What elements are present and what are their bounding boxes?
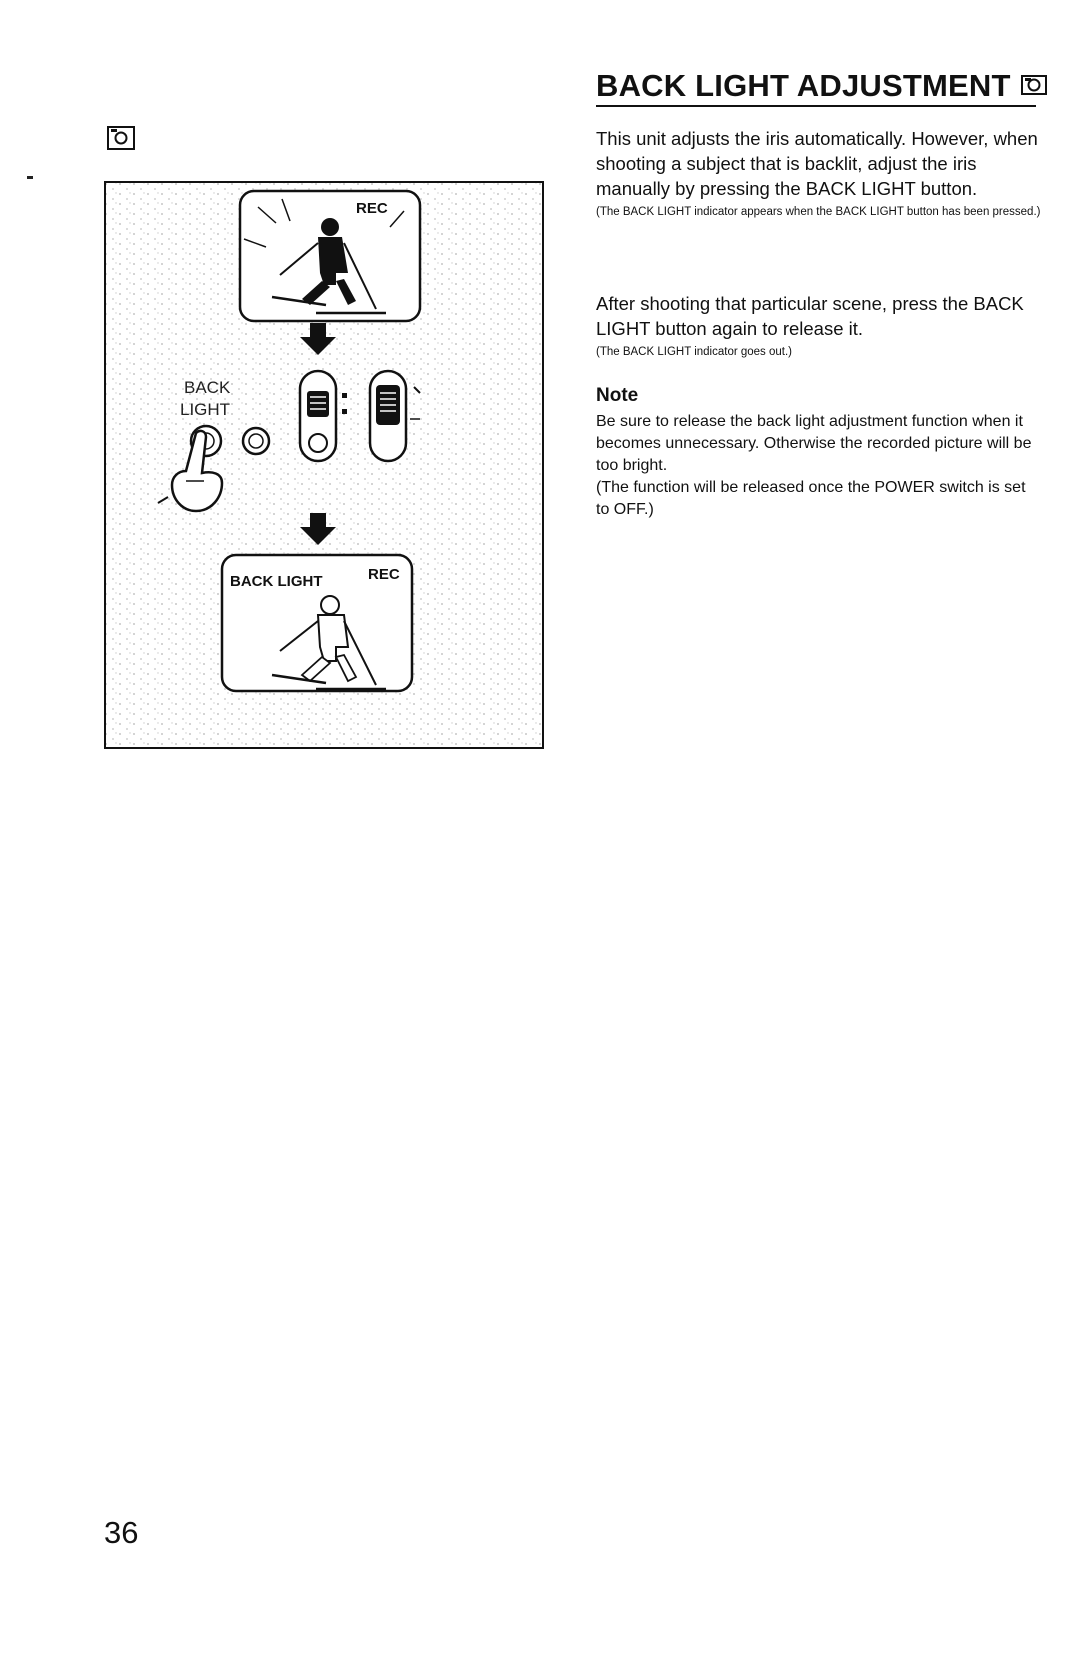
rec-indicator-top: REC (356, 200, 388, 217)
note-heading: Note (596, 385, 639, 406)
margin-mark (27, 176, 33, 179)
arrow-down-icon (300, 513, 336, 545)
instructions-block: This unit adjusts the iris automatically… (596, 126, 1041, 221)
note-text-power: (The function will be released once the … (596, 479, 1026, 518)
viewfinder-top: REC (238, 189, 422, 323)
release-note: (The BACK LIGHT indicator goes out.) (596, 346, 793, 358)
page-title-text: BACK LIGHT ADJUSTMENT (596, 68, 1011, 103)
backlight-indicator: BACK LIGHT (230, 573, 323, 590)
pointing-hand-icon (157, 429, 224, 513)
backlight-illustration: REC BACK LIGHT (104, 181, 544, 749)
page-title: BACK LIGHT ADJUSTMENT (596, 68, 1047, 107)
release-block: After shooting that particular scene, pr… (596, 291, 1041, 361)
release-paragraph: After shooting that particular scene, pr… (596, 293, 1024, 339)
note-block: Note Be sure to release the back light a… (596, 385, 1041, 521)
skier-silhouette (271, 218, 386, 315)
viewfinder-bottom: BACK LIGHT REC (220, 553, 414, 693)
arrow-down-icon (300, 323, 336, 355)
page-number: 36 (104, 1515, 139, 1550)
camera-mode-icon (107, 126, 135, 150)
note-text: Be sure to release the back light adjust… (596, 413, 1032, 474)
secondary-button[interactable] (241, 426, 271, 456)
rec-indicator-bottom: REC (368, 566, 400, 583)
instruction-paragraph: This unit adjusts the iris automatically… (596, 128, 1038, 199)
backlight-label-line2: LIGHT (180, 400, 230, 419)
camera-mode-icon (1020, 75, 1047, 96)
skier-outline (271, 595, 386, 691)
camera-controls: BACK LIGHT (157, 369, 421, 513)
backlight-label-line1: BACK (184, 378, 231, 397)
indicator-note: (The BACK LIGHT indicator appears when t… (596, 206, 1041, 218)
